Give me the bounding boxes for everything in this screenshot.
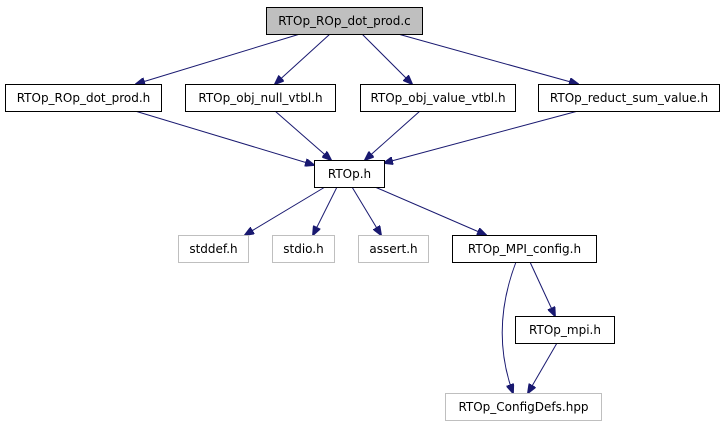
- edge-n3-to-rtop: [365, 110, 421, 160]
- node-label-root: RTOp_ROp_dot_prod.c: [278, 14, 411, 28]
- node-cfg[interactable]: RTOp_ConfigDefs.hpp: [445, 393, 602, 421]
- node-n3[interactable]: RTOp_obj_value_vtbl.h: [360, 84, 516, 112]
- edge-root-to-n1: [136, 33, 301, 84]
- node-n1[interactable]: RTOp_ROp_dot_prod.h: [5, 84, 162, 112]
- edge-root-to-n3: [361, 33, 412, 84]
- edge-mpi-to-cfg: [528, 342, 558, 393]
- node-label-n4: RTOp_reduct_sum_value.h: [550, 91, 708, 105]
- node-box-n4: [538, 84, 720, 112]
- edge-root-to-n4: [397, 33, 578, 84]
- edge-n2-to-rtop: [274, 110, 331, 160]
- node-n2[interactable]: RTOp_obj_null_vtbl.h: [185, 84, 336, 112]
- node-stdio[interactable]: stdio.h: [272, 235, 335, 263]
- node-box-assert: [358, 235, 429, 263]
- edge-n1-to-rtop: [134, 110, 314, 165]
- node-root[interactable]: RTOp_ROp_dot_prod.c: [266, 7, 423, 35]
- edge-rtop-to-stddef: [245, 186, 326, 235]
- node-label-stddef: stddef.h: [189, 242, 237, 256]
- node-box-n1: [5, 84, 162, 112]
- edge-mpiconf-to-mpi: [529, 261, 555, 316]
- node-box-rtop: [314, 160, 385, 188]
- edge-rtop-to-assert: [351, 186, 381, 235]
- node-label-assert: assert.h: [369, 242, 417, 256]
- node-box-cfg: [445, 393, 602, 421]
- node-assert[interactable]: assert.h: [358, 235, 429, 263]
- node-mpiconf[interactable]: RTOp_MPI_config.h: [452, 235, 597, 263]
- node-mpi[interactable]: RTOp_mpi.h: [515, 316, 615, 344]
- node-rtop[interactable]: RTOp.h: [314, 160, 385, 188]
- node-box-mpi: [515, 316, 615, 344]
- node-label-stdio: stdio.h: [283, 242, 323, 256]
- edge-rtop-to-mpiconf: [374, 186, 486, 235]
- edge-mpiconf-to-cfg: [501, 261, 517, 393]
- node-box-n2: [185, 84, 336, 112]
- node-label-n3: RTOp_obj_value_vtbl.h: [370, 91, 505, 105]
- node-box-mpiconf: [452, 235, 597, 263]
- edge-rtop-to-stdio: [313, 186, 338, 235]
- node-box-stdio: [272, 235, 335, 263]
- node-box-n3: [360, 84, 516, 112]
- node-stddef[interactable]: stddef.h: [178, 235, 249, 263]
- node-box-root: [266, 7, 423, 35]
- node-n4[interactable]: RTOp_reduct_sum_value.h: [538, 84, 720, 112]
- node-label-rtop: RTOp.h: [328, 167, 371, 181]
- node-label-mpi: RTOp_mpi.h: [529, 323, 601, 337]
- node-label-cfg: RTOp_ConfigDefs.hpp: [458, 400, 588, 414]
- edges-layer: [134, 33, 579, 393]
- edge-n4-to-rtop: [384, 110, 579, 163]
- node-box-stddef: [178, 235, 249, 263]
- node-label-mpiconf: RTOp_MPI_config.h: [468, 242, 581, 256]
- node-label-n1: RTOp_ROp_dot_prod.h: [17, 91, 151, 105]
- node-label-n2: RTOp_obj_null_vtbl.h: [198, 91, 322, 105]
- edge-root-to-n2: [275, 33, 331, 84]
